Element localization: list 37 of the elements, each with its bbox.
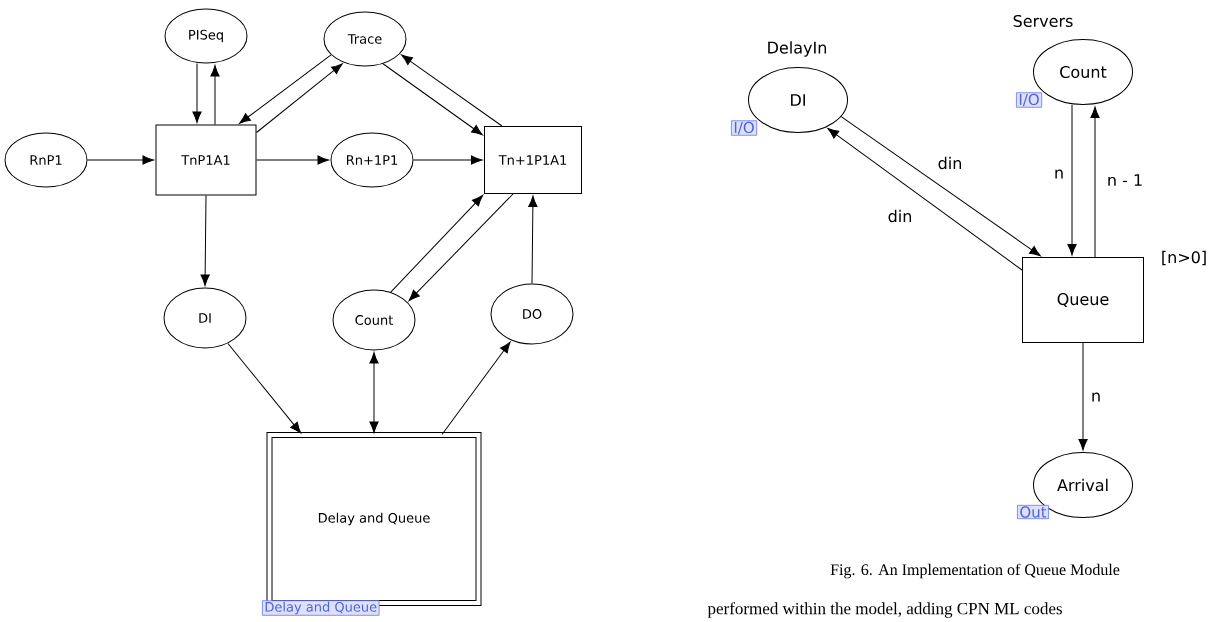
arc-arrow bbox=[441, 341, 511, 435]
arc-arrow bbox=[227, 342, 302, 434]
figure-caption: Fig. 6. An Implementation of Queue Module bbox=[830, 563, 1120, 579]
arc-arrow bbox=[840, 116, 1041, 257]
body-text: performed within the model, adding CPN ML codes bbox=[707, 602, 1062, 618]
arc-arrow bbox=[256, 155, 329, 165]
place-name: DelayIn bbox=[768, 41, 827, 57]
arc-arrow bbox=[210, 65, 220, 125]
arc-label: din bbox=[886, 208, 914, 224]
arc-arrow bbox=[1090, 106, 1100, 258]
arc-arrow bbox=[1078, 342, 1088, 451]
port-tag: I/O bbox=[731, 120, 758, 136]
port-tag: I/O bbox=[1016, 92, 1043, 108]
place-name: Servers bbox=[1013, 14, 1073, 28]
arc-arrow bbox=[408, 193, 514, 302]
arc-arrow bbox=[369, 352, 379, 433]
arc-arrow bbox=[401, 54, 503, 127]
transition-box: Queue bbox=[1022, 257, 1144, 343]
arc-arrow bbox=[192, 63, 202, 123]
arc-label: n bbox=[1052, 168, 1066, 180]
arc-arrow bbox=[256, 63, 343, 133]
arc-arrow bbox=[528, 195, 538, 284]
arc-arrow bbox=[827, 127, 1023, 271]
arc-arrow bbox=[87, 155, 154, 165]
guard-label: [n>0] bbox=[1162, 250, 1206, 266]
arc-arrow bbox=[1067, 104, 1077, 256]
arc-arrow bbox=[200, 195, 210, 286]
arc-arrow bbox=[413, 155, 483, 165]
arc-arrow bbox=[390, 194, 484, 293]
transition-box: Tn+1P1A1 bbox=[484, 126, 582, 194]
arc-label: din bbox=[936, 155, 964, 171]
arc-arrow bbox=[239, 54, 332, 124]
arc-arrow bbox=[382, 63, 483, 136]
arc-label: n bbox=[1089, 391, 1103, 403]
arc-label: n - 1 bbox=[1105, 173, 1145, 187]
transition-box: TnP1A1 bbox=[155, 124, 257, 196]
port-tag: Out bbox=[1017, 504, 1049, 520]
